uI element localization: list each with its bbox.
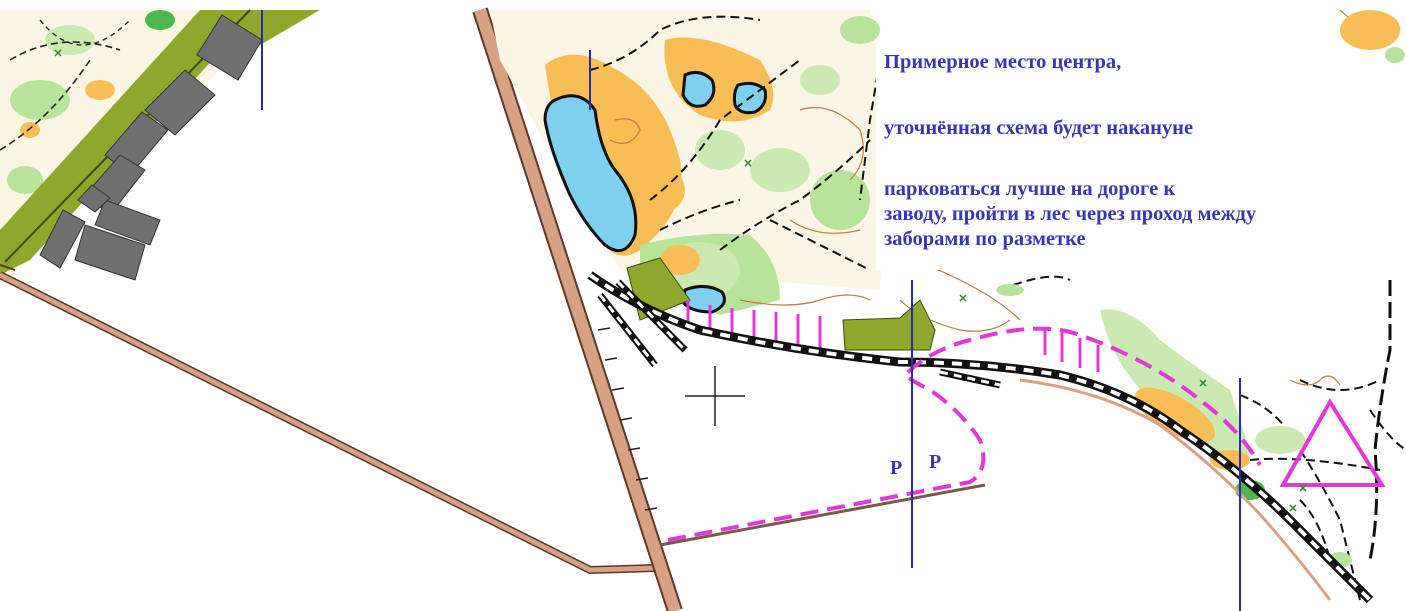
text-backdrop bbox=[876, 40, 1396, 270]
annotation-line-2: уточнённая схема будет накануне bbox=[884, 117, 1194, 139]
cliff-ticks bbox=[597, 327, 658, 511]
main-road bbox=[472, 7, 683, 611]
parking-label: P bbox=[929, 451, 942, 473]
crosshair-icon bbox=[685, 366, 745, 426]
annotation-line-3b: заводу, пройти в лес через проход между bbox=[884, 203, 1257, 225]
track-right bbox=[1368, 280, 1392, 561]
annotation-line-3c: заборами по разметке bbox=[884, 228, 1086, 250]
railway-track-icon bbox=[587, 271, 1374, 604]
north-lines bbox=[589, 50, 1241, 611]
start-triangle-icon bbox=[1279, 398, 1386, 487]
parking-boundary bbox=[667, 326, 1262, 542]
lakes bbox=[543, 70, 767, 314]
industrial-buildings bbox=[39, 14, 263, 281]
annotation-parking-instructions: парковаться лучше на дороге к заводу, пр… bbox=[884, 177, 1256, 252]
road-diagonal-left bbox=[0, 264, 656, 575]
parking-label: P bbox=[890, 457, 903, 479]
annotation-line-1: Примерное место центра, bbox=[884, 51, 1122, 73]
vegetation-marks bbox=[54, 49, 1307, 512]
thin-road bbox=[659, 483, 986, 547]
annotation-line-3a: парковаться лучше на дороге к bbox=[884, 178, 1176, 200]
forest-top-right bbox=[1340, 10, 1405, 63]
forest-top-left bbox=[0, 10, 280, 280]
